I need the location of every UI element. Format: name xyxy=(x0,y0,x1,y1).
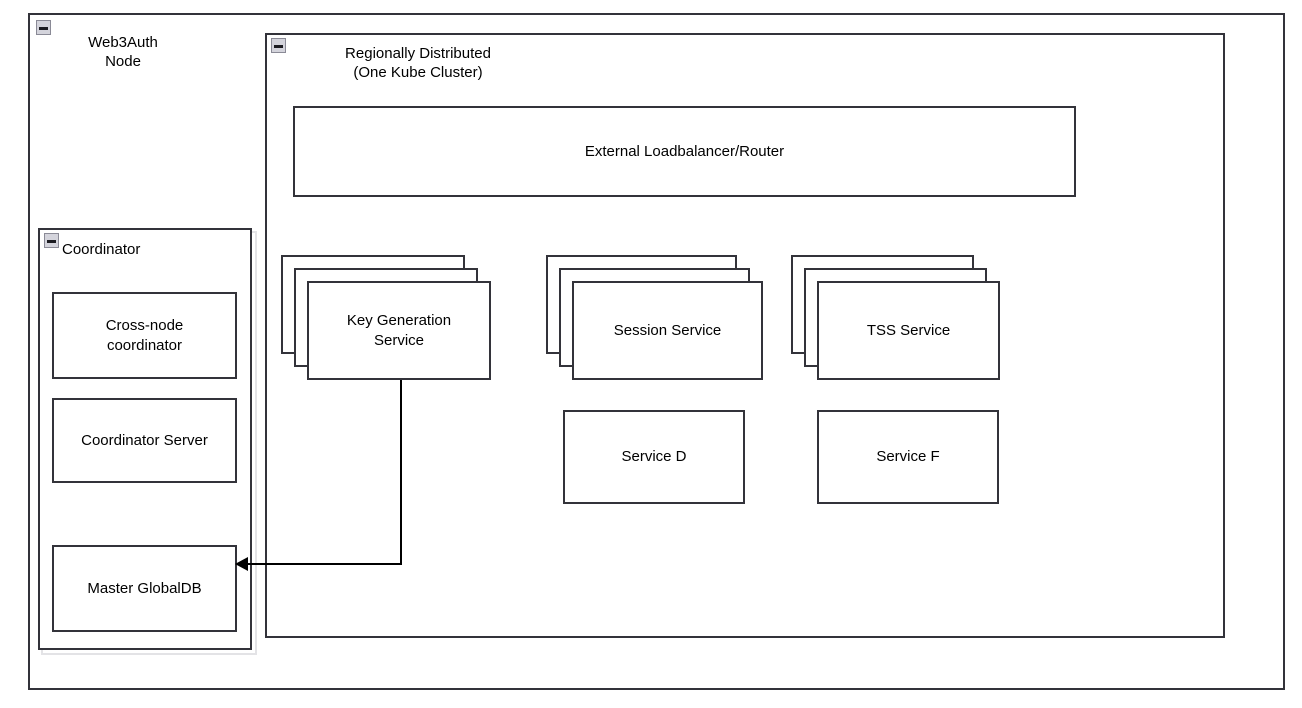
kube-cluster-collapse-icon[interactable] xyxy=(271,38,286,53)
tss-service-label: TSS Service xyxy=(866,321,951,339)
keygen-to-masterdb-arrowhead-icon xyxy=(235,557,248,571)
session-service-replica-1[interactable]: Session Service xyxy=(572,281,763,380)
service-d-label: Service D xyxy=(621,448,687,465)
key-generation-service-label: Key Generation Service xyxy=(346,311,452,349)
cross-node-coordinator-box[interactable]: Cross-node coordinator xyxy=(52,292,237,379)
web3auth-node-collapse-icon[interactable] xyxy=(36,20,51,35)
external-loadbalancer-router-label: External Loadbalancer/Router xyxy=(584,142,785,160)
coordinator-server-box[interactable]: Coordinator Server xyxy=(52,398,237,483)
web3auth-node-label: Web3Auth Node xyxy=(88,34,158,70)
service-f-box[interactable]: Service F xyxy=(817,410,999,504)
service-d-box[interactable]: Service D xyxy=(563,410,745,504)
session-service-stack[interactable]: Session Service xyxy=(546,255,763,380)
coordinator-label: Coordinator xyxy=(62,241,141,258)
cross-node-coordinator-label: Cross-node coordinator xyxy=(105,316,184,354)
key-generation-service-replica-1[interactable]: Key Generation Service xyxy=(307,281,491,380)
keygen-to-masterdb-horizontal-segment xyxy=(247,563,402,565)
coordinator-server-label: Coordinator Server xyxy=(81,431,208,449)
master-globaldb-label: Master GlobalDB xyxy=(87,579,202,597)
key-generation-service-stack[interactable]: Key Generation Service xyxy=(281,255,491,380)
coordinator-collapse-icon[interactable] xyxy=(44,233,59,248)
tss-service-replica-1[interactable]: TSS Service xyxy=(817,281,1000,380)
keygen-to-masterdb-vertical-segment xyxy=(400,380,402,564)
kube-cluster-label: Regionally Distributed (One Kube Cluster… xyxy=(345,45,491,81)
tss-service-stack[interactable]: TSS Service xyxy=(791,255,1000,380)
master-globaldb-box[interactable]: Master GlobalDB xyxy=(52,545,237,632)
service-f-label: Service F xyxy=(876,448,940,465)
external-loadbalancer-router-box[interactable]: External Loadbalancer/Router xyxy=(293,106,1076,197)
session-service-label: Session Service xyxy=(613,321,722,339)
